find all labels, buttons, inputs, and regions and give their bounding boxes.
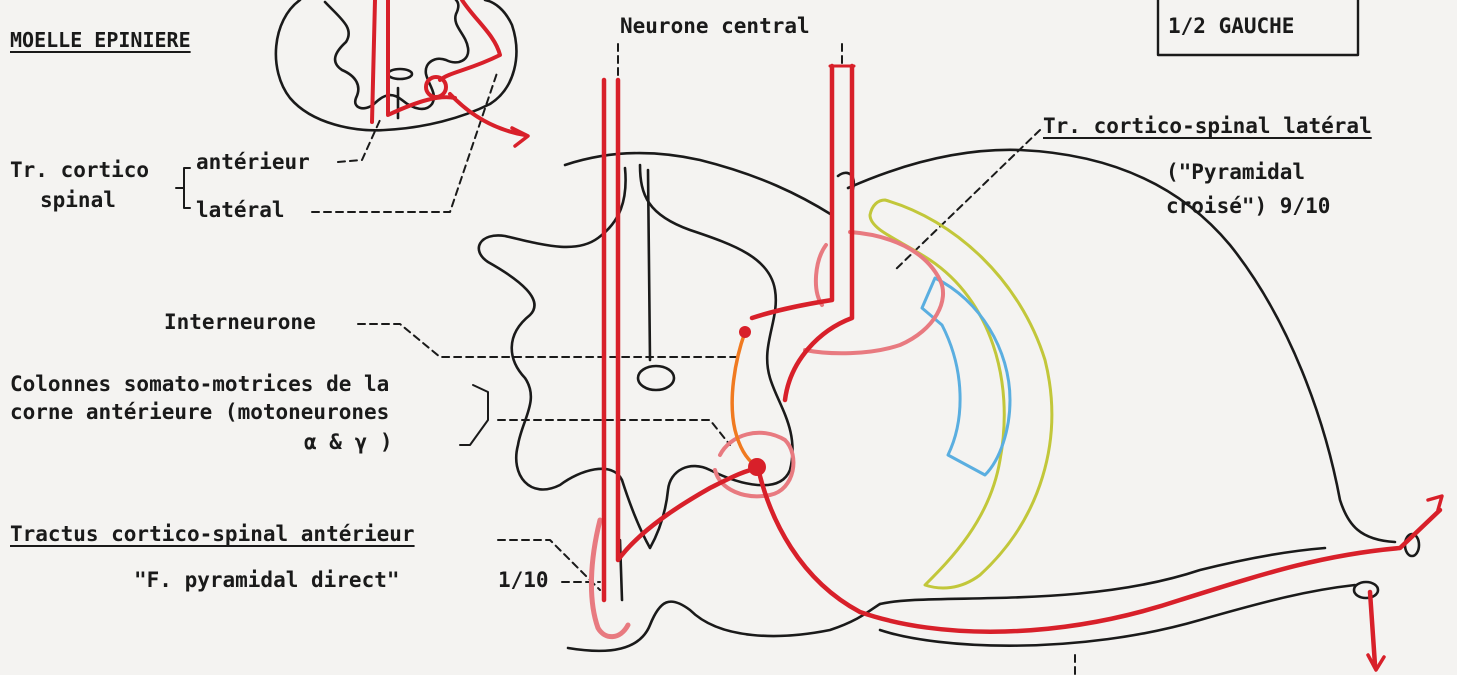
label-half-side: 1/2 GAUCHE (1160, 8, 1302, 44)
label-colonnes-3: α & γ ) (304, 430, 393, 454)
label-ratio-direct: 1/10 (498, 568, 549, 592)
bracket-colonnes (460, 385, 488, 445)
inset-tract-red (372, 0, 525, 135)
bracket-tr-cortico (176, 168, 190, 208)
posterior-median-septum (648, 170, 650, 360)
label-lateral: latéral (196, 198, 285, 222)
label-moelle: MOELLE EPINIERE (10, 28, 191, 52)
label-f-pyramidal: "F. pyramidal direct" (134, 568, 400, 592)
label-tractus-anterieur: Tractus cortico-spinal antérieur (10, 522, 415, 546)
anterior-median-fissure (620, 540, 622, 600)
leader-interneurone (358, 324, 740, 357)
arrow-up-right (1428, 496, 1442, 510)
inset-central-canal (388, 69, 412, 79)
label-interneurone: Interneurone (164, 310, 316, 334)
central-canal (638, 366, 674, 390)
cord-outline-bottom (568, 602, 880, 651)
dorsal-pink (816, 245, 826, 305)
label-tr-cortico: Tr. cortico (10, 158, 149, 182)
central-neurone-red-right (785, 66, 852, 400)
motoneuron-soma (748, 458, 766, 476)
direct-tract-red (604, 80, 760, 600)
label-spinal: spinal (40, 188, 116, 212)
inset-arrow (512, 128, 528, 146)
leader-lateral-tract (895, 130, 1040, 270)
interneuron-orange (732, 332, 755, 465)
label-lateral-tract: Tr. cortico-spinal latéral (1043, 114, 1372, 138)
label-pyramidal-1: ("Pyramidal (1166, 160, 1305, 184)
label-pyramidal-2: croisé") 9/10 (1166, 194, 1330, 218)
label-colonnes-2: corne antérieure (motoneurones (10, 400, 389, 424)
lateral-field-blue (922, 278, 1010, 475)
inset-grey-matter (325, 0, 468, 109)
label-neurone-central: Neurone central (620, 14, 810, 38)
root-stump-lower (1354, 582, 1378, 598)
leader-lateral (312, 70, 498, 212)
leader-colonnes (498, 420, 730, 445)
interneuron-soma (739, 326, 751, 338)
inset-motoneuron-soma (426, 77, 446, 97)
label-anterieur: antérieur (196, 150, 310, 174)
axon-branch-down (1370, 592, 1375, 665)
label-colonnes-1: Colonnes somato-motrices de la (10, 372, 389, 396)
